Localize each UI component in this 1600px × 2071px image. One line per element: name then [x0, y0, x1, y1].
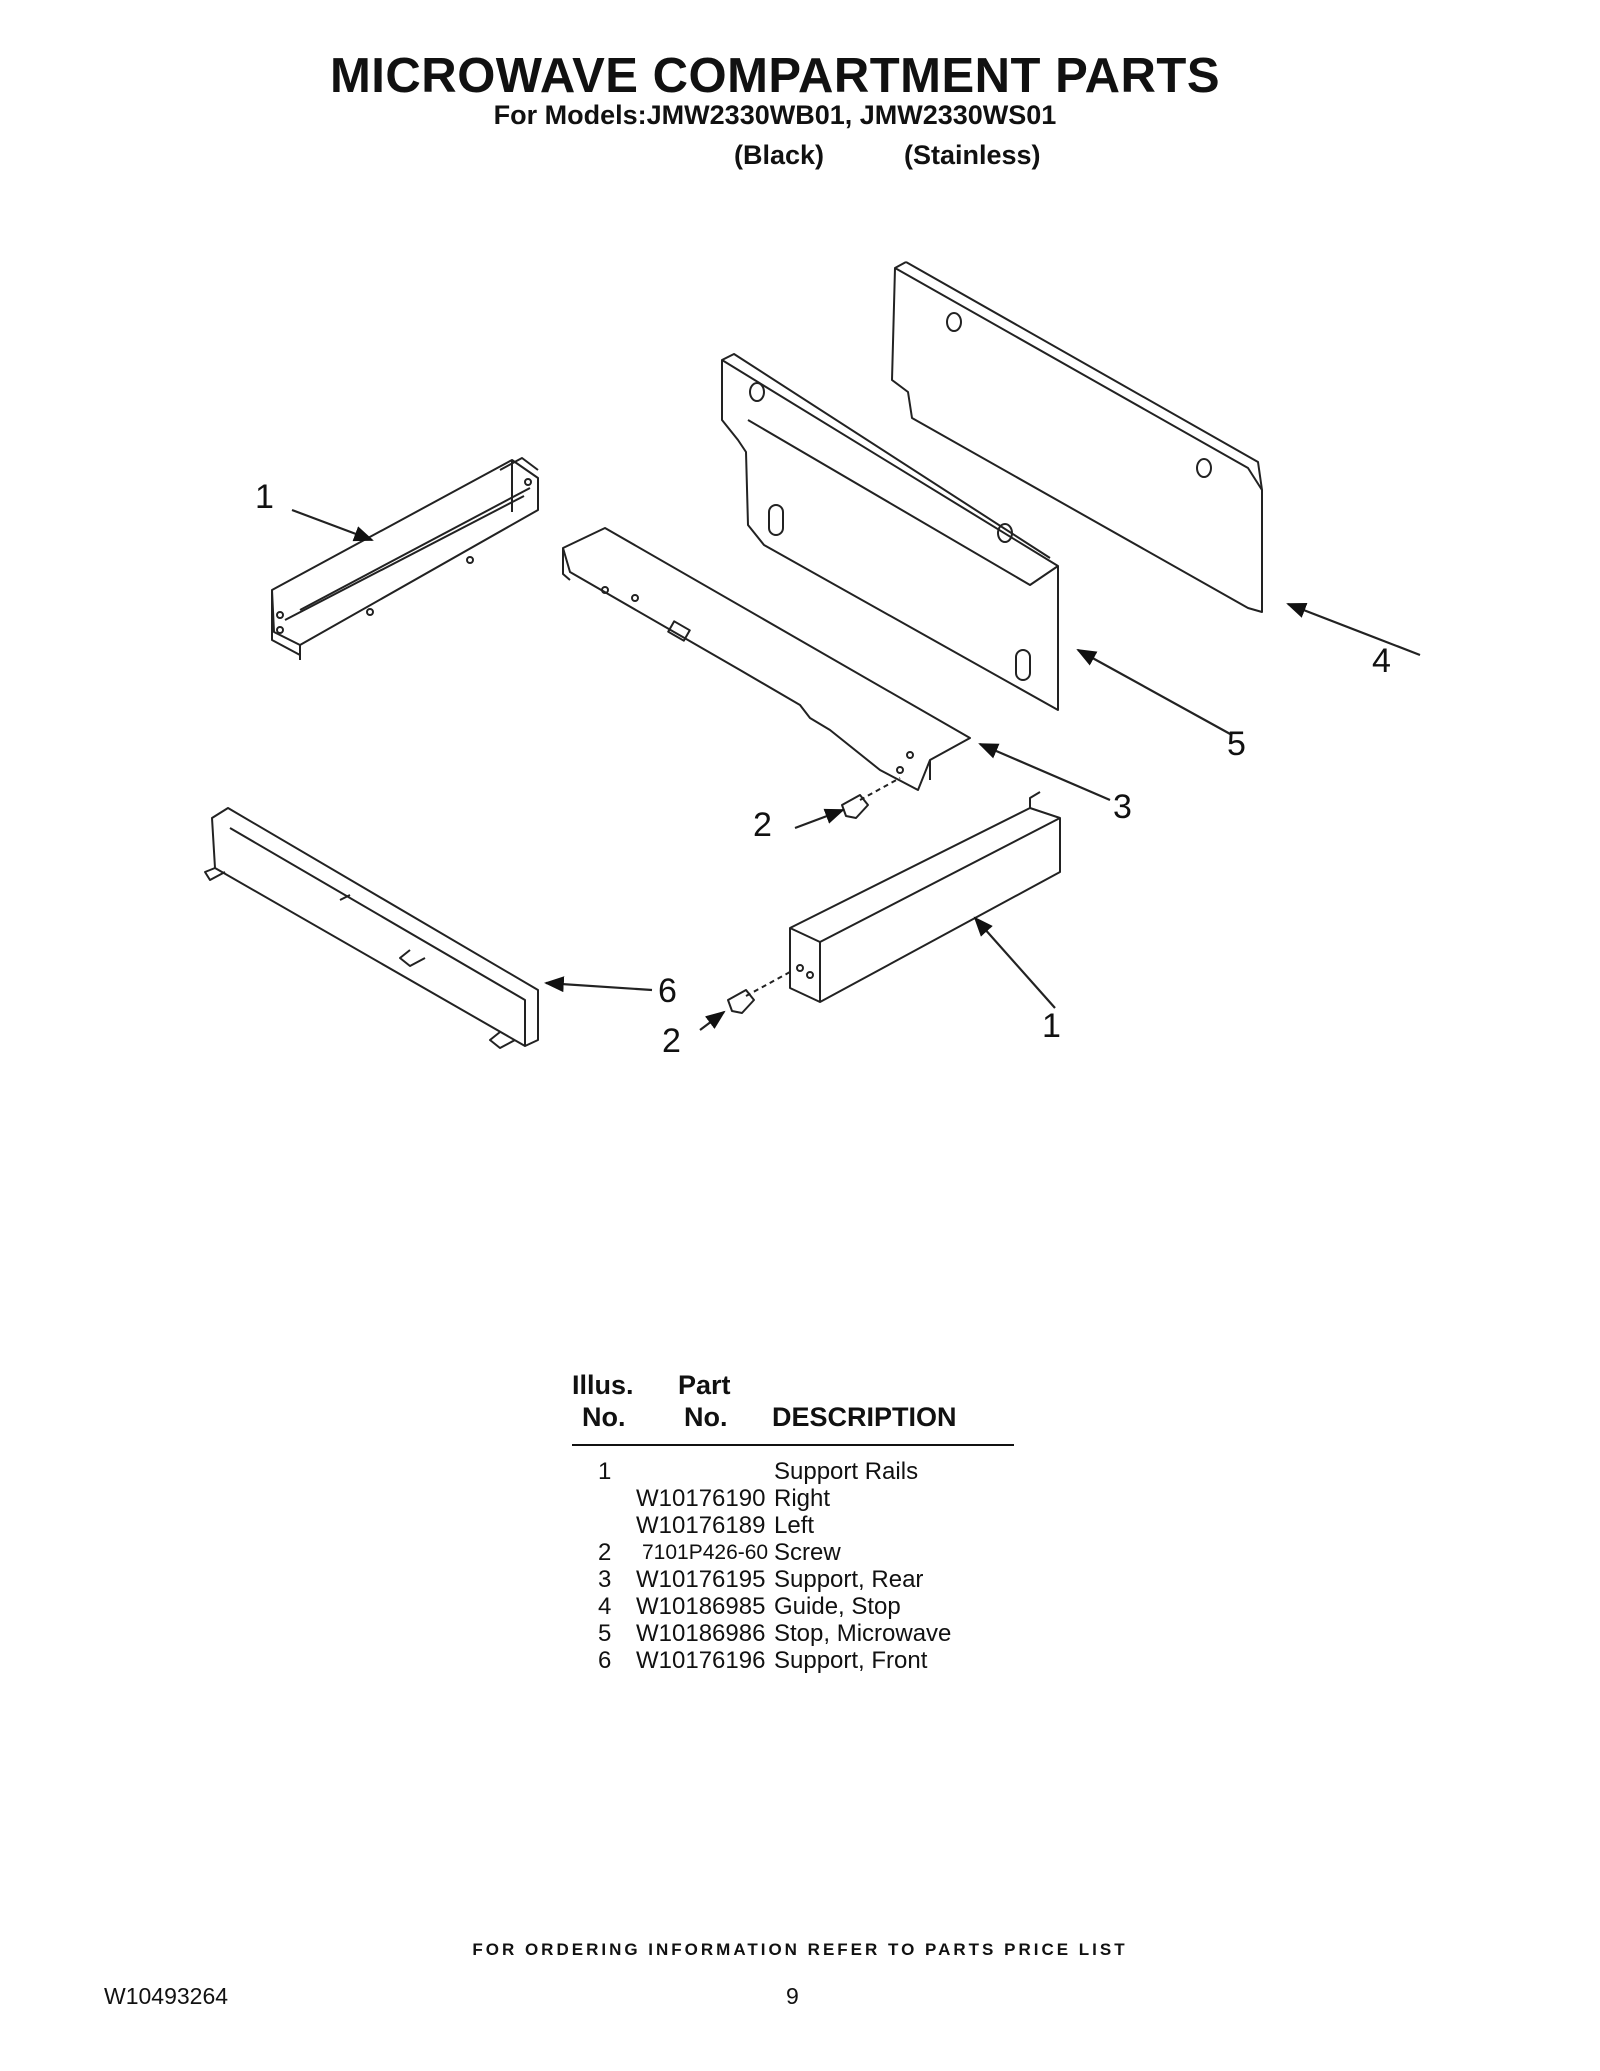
part-stop-microwave — [721, 353, 1059, 711]
part-support-front — [204, 807, 539, 1049]
part-no: W10176196 — [636, 1647, 766, 1674]
description: Support, Rear — [774, 1566, 924, 1593]
document-number: W10493264 — [104, 1983, 229, 2009]
part-support-rear — [562, 527, 971, 791]
description: Support Rails — [774, 1458, 919, 1485]
part-no: W10176189 — [636, 1512, 766, 1539]
callout-6: 6 — [658, 972, 677, 1010]
leader-arrow — [699, 1010, 726, 1031]
part-no: W10186985 — [636, 1593, 766, 1620]
callout-1-bottom: 1 — [1042, 1007, 1061, 1045]
part-no: 7101P426-60 — [642, 1541, 769, 1564]
part-support-rail-right — [789, 791, 1061, 1003]
header-description: DESCRIPTION — [772, 1402, 957, 1432]
illus-no: 2 — [598, 1539, 612, 1566]
illus-no: 3 — [598, 1566, 612, 1593]
description: Stop, Microwave — [774, 1620, 952, 1647]
callout-3: 3 — [1113, 788, 1132, 826]
header-rule — [572, 1444, 1014, 1446]
description: Support, Front — [774, 1647, 928, 1674]
description: Screw — [774, 1539, 841, 1566]
ordering-note: FOR ORDERING INFORMATION REFER TO PARTS … — [472, 1940, 1128, 1959]
part-guide-stop — [891, 261, 1263, 613]
leader-arrow — [794, 808, 845, 830]
illus-no: 1 — [598, 1458, 612, 1485]
header-illus-2: No. — [582, 1402, 626, 1432]
part-screw-mid — [841, 777, 901, 819]
leader-arrow — [1286, 602, 1421, 657]
models-subtitle: For Models:JMW2330WB01, JMW2330WS01 — [493, 100, 1057, 130]
callout-4: 4 — [1372, 642, 1391, 680]
illus-no: 6 — [598, 1647, 612, 1674]
callout-1-top: 1 — [255, 478, 274, 516]
illus-no: 5 — [598, 1620, 612, 1647]
leader-arrow — [291, 508, 374, 542]
header-part-1: Part — [678, 1370, 731, 1400]
description: Right — [774, 1485, 831, 1512]
page-number: 9 — [786, 1983, 799, 2009]
leader-arrow — [978, 742, 1111, 802]
variant-black: (Black) — [734, 140, 825, 170]
leader-arrow — [544, 976, 653, 993]
page-title: MICROWAVE COMPARTMENT PARTS — [329, 49, 1221, 103]
callout-5: 5 — [1227, 725, 1246, 763]
exploded-parts-diagram — [204, 261, 1421, 1049]
part-no: W10176190 — [636, 1485, 766, 1512]
description: Left — [774, 1512, 815, 1539]
leader-arrow — [1076, 649, 1233, 736]
callout-2-bottom: 2 — [662, 1022, 681, 1060]
header-illus-1: Illus. — [572, 1370, 634, 1400]
callout-2-mid: 2 — [753, 806, 772, 844]
illus-no: 4 — [598, 1593, 612, 1620]
part-no: W10186986 — [636, 1620, 766, 1647]
part-support-rail-left — [271, 457, 539, 660]
leader-arrow — [973, 916, 1056, 1009]
header-part-2: No. — [684, 1402, 728, 1432]
variant-stainless: (Stainless) — [904, 140, 1041, 170]
part-screw-bottom — [727, 971, 791, 1014]
description: Guide, Stop — [774, 1593, 901, 1620]
part-no: W10176195 — [636, 1566, 766, 1593]
